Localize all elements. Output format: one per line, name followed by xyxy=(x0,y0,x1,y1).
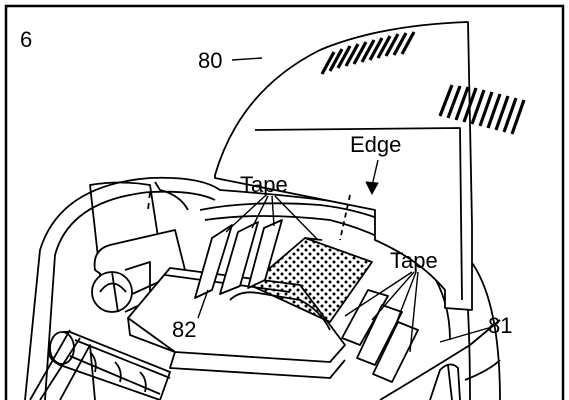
tape-label-left: Tape xyxy=(240,172,288,197)
callout-82: 82 xyxy=(172,317,196,342)
front-rollers xyxy=(29,329,171,400)
callout-80: 80 xyxy=(198,48,222,73)
callout-81: 81 xyxy=(488,313,512,338)
edge-arrowhead xyxy=(365,181,379,195)
figure-frame xyxy=(4,4,565,400)
perforated-panel xyxy=(249,237,373,323)
tape-label-right: Tape xyxy=(390,248,438,273)
edge-label: Edge xyxy=(350,132,401,157)
part-80-hood xyxy=(214,21,526,311)
right-tape-strips xyxy=(341,289,419,383)
step-number: 6 xyxy=(20,27,32,52)
leader-lines xyxy=(197,57,493,353)
left-tape-strips xyxy=(194,219,283,299)
